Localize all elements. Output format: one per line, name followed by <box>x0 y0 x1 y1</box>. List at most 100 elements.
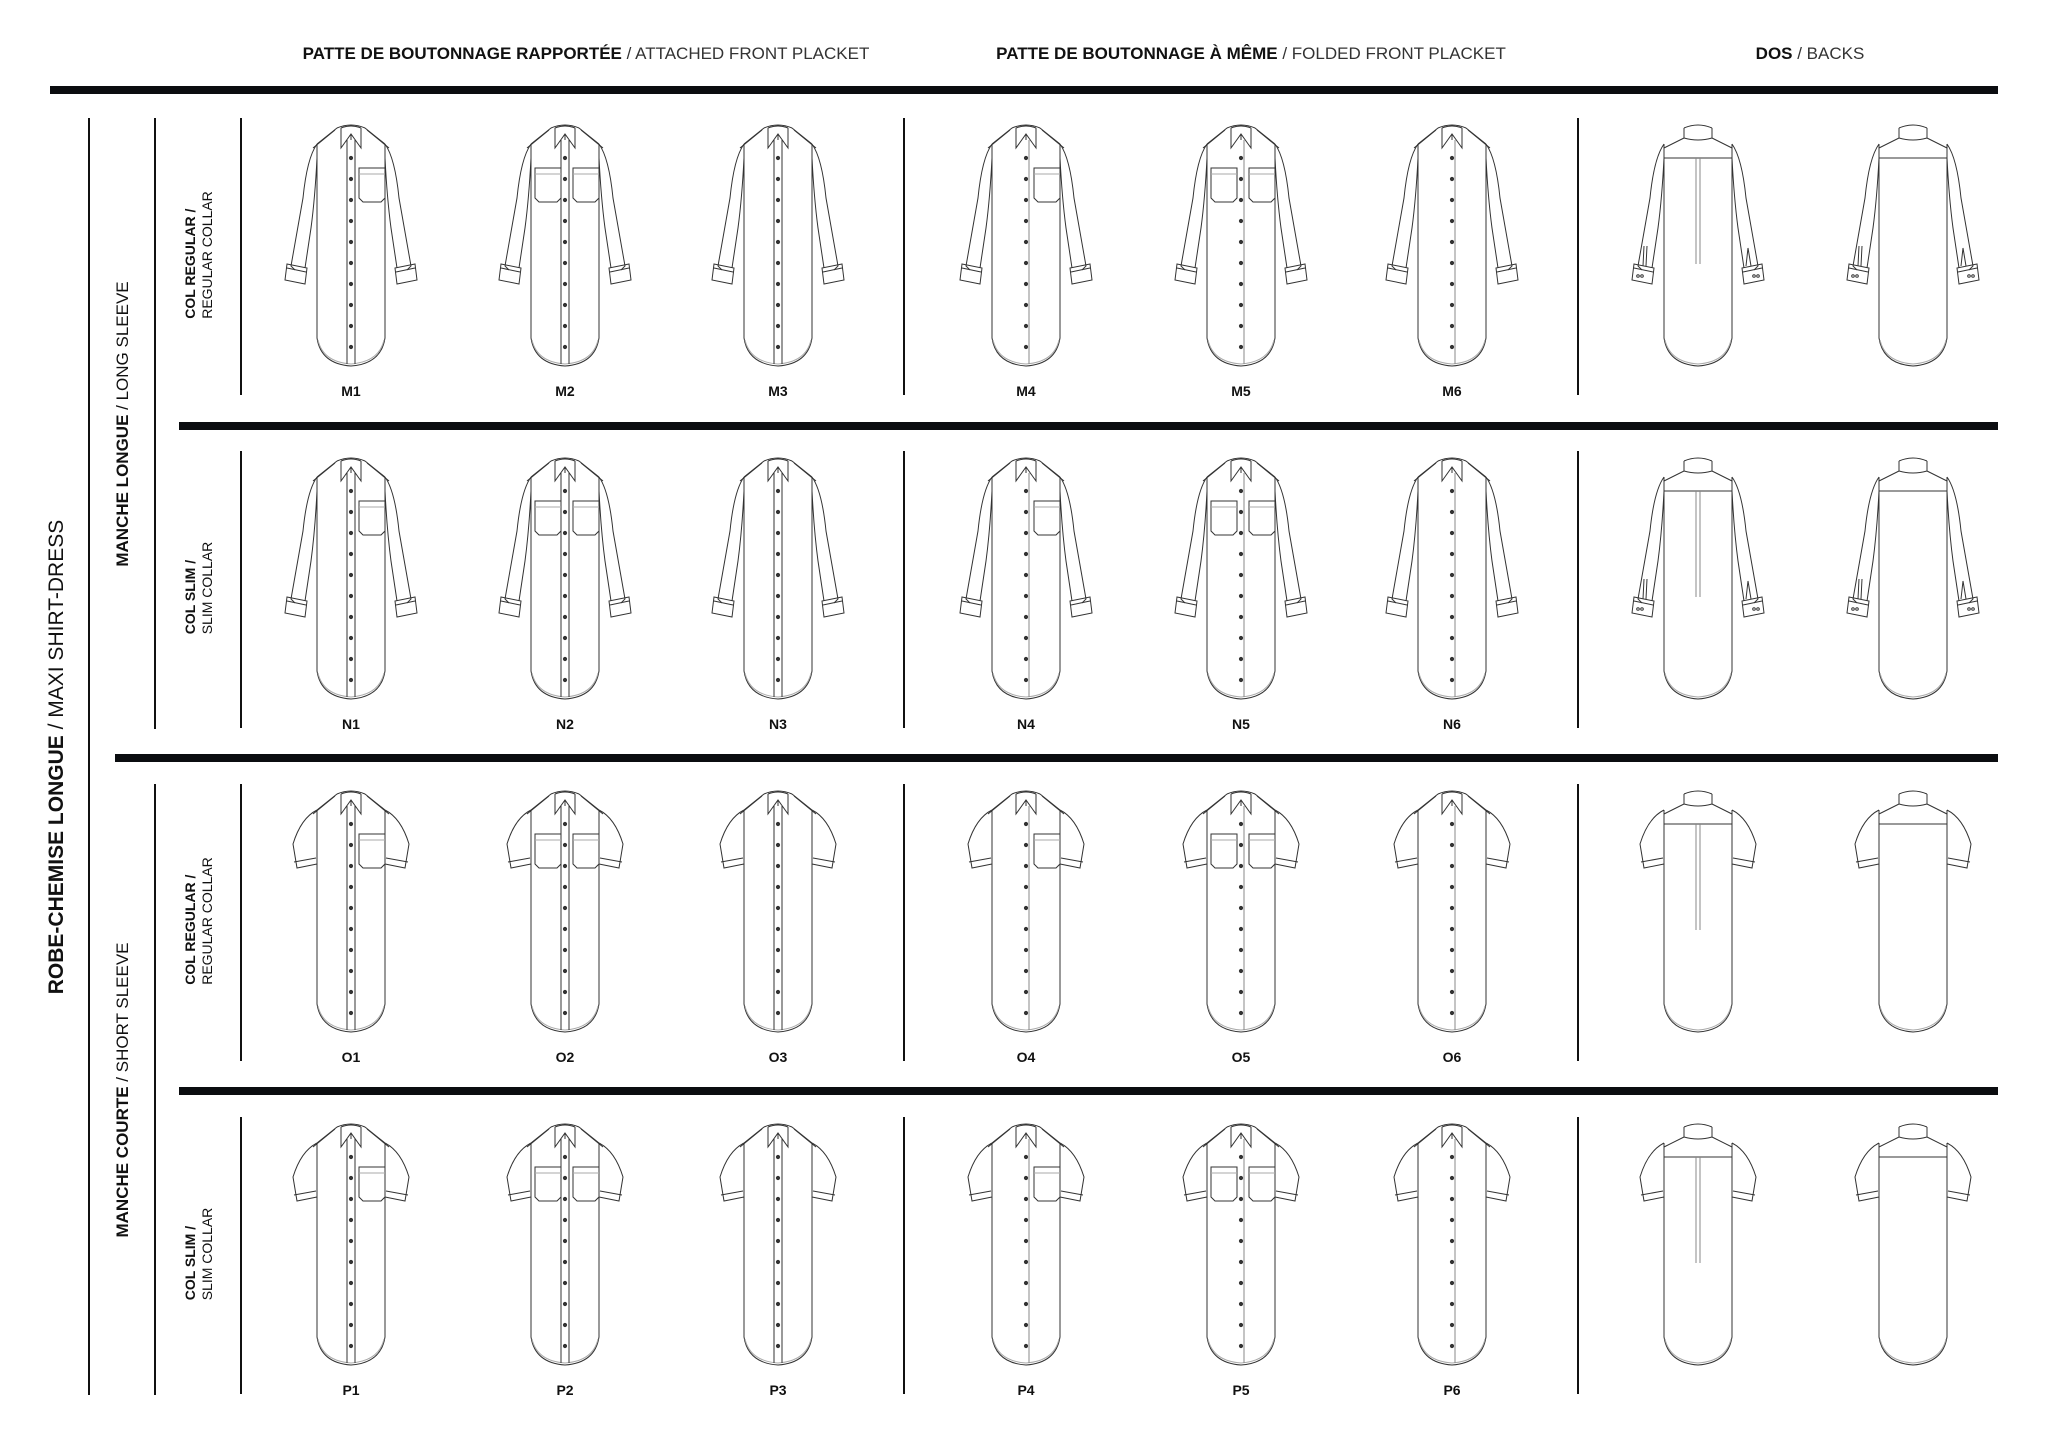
collar-label-bold: COL REGULAR / <box>182 208 198 319</box>
collar-label-bold: COL SLIM / <box>182 1225 198 1301</box>
front-view-drawing[interactable] <box>698 118 858 368</box>
front-view-drawing[interactable] <box>1161 784 1321 1034</box>
front-view-drawing[interactable] <box>698 1117 858 1367</box>
style-code: O2 <box>555 1049 575 1065</box>
collar-label: COL REGULAR /REGULAR COLLAR <box>182 191 216 319</box>
group-divider <box>903 118 905 395</box>
back-view-drawing[interactable] <box>1618 784 1778 1034</box>
back-view-drawing[interactable] <box>1618 451 1778 701</box>
style-code: N1 <box>342 716 360 732</box>
group-divider <box>1577 451 1579 728</box>
front-view-drawing[interactable] <box>485 784 645 1034</box>
shirt-dress-icon <box>959 457 1093 700</box>
front-view-drawing[interactable] <box>698 784 858 1034</box>
section-label-short-sleeve: MANCHE COURTE / SHORT SLEEVE <box>113 942 133 1237</box>
style-code: N4 <box>1017 716 1035 732</box>
style-code: P1 <box>342 1382 360 1398</box>
style-code: N3 <box>769 716 787 732</box>
front-view-drawing[interactable] <box>946 118 1106 368</box>
back-view-drawing[interactable] <box>1833 784 1993 1034</box>
collar-label-light: SLIM COLLAR <box>199 1207 215 1301</box>
collar-label-light: REGULAR COLLAR <box>199 191 215 319</box>
header-bold: PATTE DE BOUTONNAGE RAPPORTÉE <box>302 44 622 63</box>
front-view-drawing[interactable] <box>1372 784 1532 1034</box>
front-view-drawing[interactable] <box>485 118 645 368</box>
collar-label: COL SLIM /SLIM COLLAR <box>182 542 216 635</box>
collar-label-bold: COL SLIM / <box>182 559 198 635</box>
collar-label-light: REGULAR COLLAR <box>199 857 215 985</box>
shirt-dress-icon <box>719 790 837 1033</box>
group-divider <box>1577 118 1579 395</box>
master-label: ROBE-CHEMISE LONGUE / MAXI SHIRT-DRESS <box>45 520 69 995</box>
style-code: O5 <box>1231 1049 1251 1065</box>
shirt-dress-icon <box>1846 457 1980 700</box>
back-view-drawing[interactable] <box>1833 118 1993 368</box>
shirt-dress-icon <box>498 457 632 700</box>
shirt-dress-icon <box>1385 124 1519 367</box>
front-view-drawing[interactable] <box>485 451 645 701</box>
front-view-drawing[interactable] <box>271 1117 431 1367</box>
style-code: O3 <box>768 1049 788 1065</box>
shirt-dress-icon <box>711 457 845 700</box>
shirt-dress-icon <box>1182 1123 1300 1366</box>
shirt-dress-icon <box>1639 1123 1757 1366</box>
front-view-drawing[interactable] <box>946 1117 1106 1367</box>
back-view-drawing[interactable] <box>1618 1117 1778 1367</box>
front-view-drawing[interactable] <box>946 784 1106 1034</box>
shirt-dress-icon <box>292 1123 410 1366</box>
collar-label: COL SLIM /SLIM COLLAR <box>182 1208 216 1301</box>
row-divider <box>179 1087 1998 1095</box>
top-divider <box>50 86 1998 94</box>
group-divider <box>240 118 242 395</box>
header-light: / FOLDED FRONT PLACKET <box>1277 44 1506 63</box>
style-code: M6 <box>1442 383 1462 399</box>
section-bold: MANCHE COURTE <box>113 1086 132 1238</box>
master-line <box>88 118 90 1395</box>
front-view-drawing[interactable] <box>271 784 431 1034</box>
section-light: / SHORT SLEEVE <box>113 942 132 1087</box>
front-view-drawing[interactable] <box>1372 1117 1532 1367</box>
front-view-drawing[interactable] <box>1372 451 1532 701</box>
group-divider <box>240 784 242 1061</box>
header-attached-placket: PATTE DE BOUTONNAGE RAPPORTÉE / ATTACHED… <box>303 44 870 64</box>
style-code: O4 <box>1016 1049 1036 1065</box>
front-view-drawing[interactable] <box>698 451 858 701</box>
shirt-dress-icon <box>1182 790 1300 1033</box>
back-view-drawing[interactable] <box>1618 118 1778 368</box>
shirt-dress-icon <box>711 124 845 367</box>
shirt-dress-icon <box>506 790 624 1033</box>
shirt-dress-icon <box>1393 790 1511 1033</box>
front-view-drawing[interactable] <box>946 451 1106 701</box>
collar-label-bold: COL REGULAR / <box>182 874 198 985</box>
front-view-drawing[interactable] <box>1161 451 1321 701</box>
front-view-drawing[interactable] <box>1372 118 1532 368</box>
style-code: O6 <box>1442 1049 1462 1065</box>
master-label-bold: ROBE-CHEMISE LONGUE <box>45 735 68 995</box>
shirt-dress-icon <box>1631 124 1765 367</box>
header-light: / ATTACHED FRONT PLACKET <box>621 44 870 63</box>
front-view-drawing[interactable] <box>1161 1117 1321 1367</box>
header-bold: DOS <box>1755 44 1793 63</box>
section-line <box>154 118 156 729</box>
front-view-drawing[interactable] <box>1161 118 1321 368</box>
group-divider <box>1577 1117 1579 1394</box>
front-view-drawing[interactable] <box>271 118 431 368</box>
row-divider <box>179 422 1998 430</box>
group-divider <box>1577 784 1579 1061</box>
shirt-dress-icon <box>967 1123 1085 1366</box>
section-label-long-sleeve: MANCHE LONGUE / LONG SLEEVE <box>113 281 133 566</box>
group-divider <box>240 1117 242 1394</box>
shirt-dress-icon <box>1639 790 1757 1033</box>
shirt-dress-icon <box>498 124 632 367</box>
back-view-drawing[interactable] <box>1833 1117 1993 1367</box>
front-view-drawing[interactable] <box>271 451 431 701</box>
front-view-drawing[interactable] <box>485 1117 645 1367</box>
back-view-drawing[interactable] <box>1833 451 1993 701</box>
shirt-dress-icon <box>1174 457 1308 700</box>
shirt-dress-icon <box>967 790 1085 1033</box>
shirt-dress-icon <box>959 124 1093 367</box>
shirt-dress-icon <box>1385 457 1519 700</box>
style-code: P6 <box>1443 1382 1461 1398</box>
section-divider <box>115 754 1998 762</box>
header-light: / BACKS <box>1792 44 1865 63</box>
